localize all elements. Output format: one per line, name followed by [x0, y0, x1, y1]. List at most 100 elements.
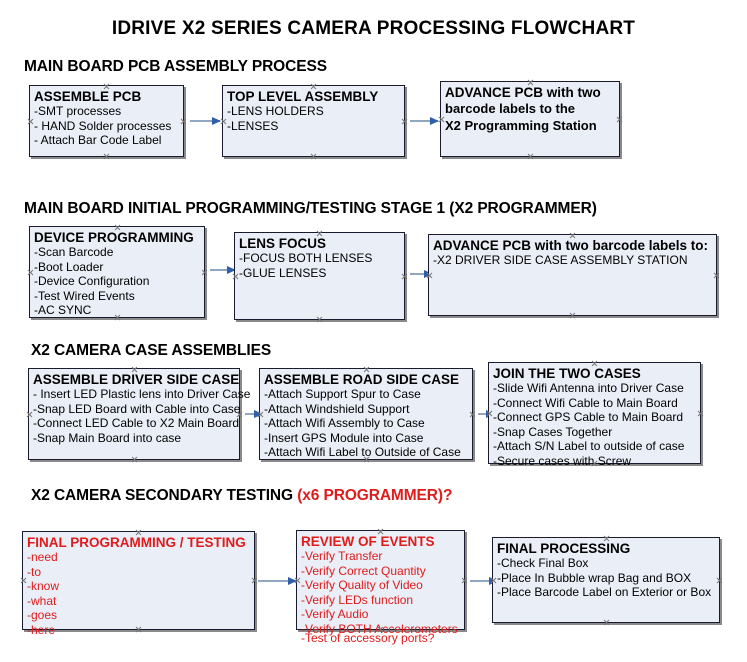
connection-handle-bottom[interactable] [131, 456, 138, 463]
node-title: ASSEMBLE PCB [34, 89, 142, 104]
node-line: -Slide Wifi Antenna into Driver Case [493, 381, 684, 395]
connection-handle-left[interactable] [232, 273, 239, 280]
node-line: -Snap LED Board with Cable into Case [33, 401, 241, 416]
node-line: -Place In Bubble wrap Bag and BOX [497, 570, 692, 585]
node-top-level-assembly[interactable]: TOP LEVEL ASSEMBLY -LENS HOLDERS -LENSES [222, 85, 405, 157]
connection-handle-bottom[interactable] [603, 619, 610, 626]
section-heading-1-text: MAIN BOARD PCB ASSEMBLY PROCESS [24, 58, 327, 75]
node-lens-focus[interactable]: LENS FOCUS -FOCUS BOTH LENSES -GLUE LENS… [234, 232, 405, 320]
node-line: -Attach Support Spur to Case [264, 387, 421, 401]
node-line: -Verify BOTH Accelerometers [301, 621, 458, 636]
node-title: ASSEMBLE DRIVER SIDE CASE [33, 372, 240, 387]
connection-handle-left[interactable] [27, 118, 34, 125]
node-final-processing[interactable]: FINAL PROCESSING -Check Final Box -Place… [492, 537, 720, 623]
node-title: TOP LEVEL ASSEMBLY [227, 89, 379, 104]
connection-handle-left[interactable] [27, 269, 34, 276]
node-line: -Verify Quality of Video [301, 578, 423, 592]
node-line: - Insert LED Plastic lens into Driver Ca… [33, 387, 251, 401]
node-line: -Check Final Box [497, 556, 589, 570]
node-line: -Secure cases with Screw [493, 453, 632, 468]
node-title: DEVICE PROGRAMMING [34, 230, 194, 245]
node-line: -Test Wired Events [34, 288, 135, 303]
node-review-of-events[interactable]: REVIEW OF EVENTS -Verify Transfer -Verif… [296, 530, 468, 645]
node-final-programming-testing[interactable]: FINAL PROGRAMMING / TESTING -need -to -k… [20, 531, 258, 637]
node-line: -Snap Cases Together [493, 424, 613, 439]
node-advance-pcb-driver-side-station[interactable]: ADVANCE PCB with two barcode labels to: … [428, 234, 717, 316]
connection-handle-bottom[interactable] [103, 153, 110, 160]
connection-handle-right[interactable] [461, 577, 468, 584]
node-line: -Verify Correct Quantity [301, 563, 426, 578]
connection-handle-right[interactable] [616, 116, 623, 123]
section-heading-2-text: MAIN BOARD INITIAL PROGRAMMING/TESTING S… [24, 200, 597, 217]
node-line: -SMT processes [34, 104, 122, 118]
node-assemble-road-side-case[interactable]: ASSEMBLE ROAD SIDE CASE -Attach Support … [259, 368, 473, 460]
node-line: -Connect GPS Cable to Main Board [493, 410, 684, 424]
page-title: IDRIVE X2 SERIES CAMERA PROCESSING FLOWC… [111, 18, 636, 39]
node-line: -Verify Audio [301, 607, 369, 621]
connection-handle-left[interactable] [26, 411, 33, 418]
section-heading-4-text: X2 CAMERA SECONDARY TESTING [31, 487, 298, 504]
connection-handle-right[interactable] [251, 577, 258, 584]
node-line: -goes [27, 608, 58, 622]
node-line: -Insert GPS Module into Case [264, 430, 424, 445]
arrow-1-1-to-1-2 [190, 116, 221, 125]
node-line: -Verify Transfer [301, 549, 383, 563]
node-line: -GLUE LENSES [239, 265, 327, 280]
section-heading-3: X2 CAMERA CASE ASSEMBLIES [31, 342, 271, 360]
connection-handle-bottom[interactable] [527, 153, 534, 160]
node-line-overflow: -Test of accessory ports? [301, 631, 435, 645]
node-title: ASSEMBLE ROAD SIDE CASE [264, 372, 460, 387]
connection-handle-right[interactable] [697, 410, 704, 417]
node-line: -FOCUS BOTH LENSES [239, 251, 373, 265]
node-advance-pcb-programming-station[interactable]: ADVANCE PCB with two barcode labels to t… [440, 81, 620, 157]
node-line: -Connect LED Cable to X2 Main Board [33, 416, 240, 430]
node-line: -to [27, 564, 42, 579]
node-device-programming[interactable]: DEVICE PROGRAMMING -Scan Barcode -Boot L… [29, 226, 205, 318]
section-heading-4: X2 CAMERA SECONDARY TESTING (x6 PROGRAMM… [31, 487, 452, 505]
connection-handle-right[interactable] [469, 411, 476, 418]
arrow-3-1-to-3-2 [245, 409, 263, 418]
node-line: -what [27, 593, 57, 608]
node-line: -need [27, 550, 58, 564]
node-assemble-pcb[interactable]: ASSEMBLE PCB -SMT processes - HAND Solde… [29, 85, 184, 157]
connection-handle-bottom[interactable] [569, 312, 576, 319]
connection-handle-right[interactable] [401, 118, 408, 125]
section-heading-2: MAIN BOARD INITIAL PROGRAMMING/TESTING S… [24, 200, 597, 218]
connection-handle-right[interactable] [180, 118, 187, 125]
node-line: -Snap Main Board into case [33, 430, 182, 445]
section-heading-4-red-text: (x6 PROGRAMMER)? [297, 487, 453, 504]
connection-handle-right[interactable] [201, 269, 208, 276]
node-line: barcode labels to the [445, 101, 576, 116]
node-line: -Place Barcode Label on Exterior or Box [497, 585, 712, 599]
node-title: REVIEW OF EVENTS [301, 534, 435, 549]
node-join-the-two-cases[interactable]: JOIN THE TWO CASES -Slide Wifi Antenna i… [488, 362, 704, 468]
node-title: LENS FOCUS [239, 236, 327, 251]
arrow-2-1-to-2-2 [210, 265, 236, 274]
connection-handle-bottom[interactable] [310, 153, 317, 160]
section-heading-3-text: X2 CAMERA CASE ASSEMBLIES [31, 342, 272, 359]
node-title: ADVANCE PCB with two barcode labels to: [433, 238, 709, 253]
arrow-4-1-to-4-2 [258, 576, 297, 585]
node-line: - HAND Solder processes [34, 118, 172, 133]
node-title: FINAL PROGRAMMING / TESTING [27, 535, 246, 550]
connection-handle-right[interactable] [401, 273, 408, 280]
arrow-1-2-to-1-3 [410, 116, 439, 125]
connection-handle-right[interactable] [713, 272, 720, 279]
node-line: -X2 DRIVER SIDE CASE ASSEMBLY STATION [433, 253, 688, 267]
node-line: -Boot Loader [34, 259, 104, 274]
node-line: -know [27, 579, 60, 593]
connection-handle-right[interactable] [716, 577, 723, 584]
node-title: FINAL PROCESSING [497, 541, 631, 556]
connection-handle-left[interactable] [20, 577, 27, 584]
node-line: -Attach Wifi Label to Outside of Case [264, 445, 461, 459]
node-line: -LENS HOLDERS [227, 104, 324, 118]
connection-handle-bottom[interactable] [316, 316, 323, 323]
node-line: -here [27, 622, 56, 637]
node-line: -Device Configuration [34, 274, 150, 288]
node-line: -Attach Wifi Assembly to Case [264, 416, 425, 430]
node-line: -Connect Wifi Cable to Main Board [493, 395, 678, 410]
node-title: ADVANCE PCB with two [445, 85, 601, 100]
node-line: -Verify LEDs function [301, 592, 414, 607]
node-assemble-driver-side-case[interactable]: ASSEMBLE DRIVER SIDE CASE - Insert LED P… [26, 368, 251, 463]
